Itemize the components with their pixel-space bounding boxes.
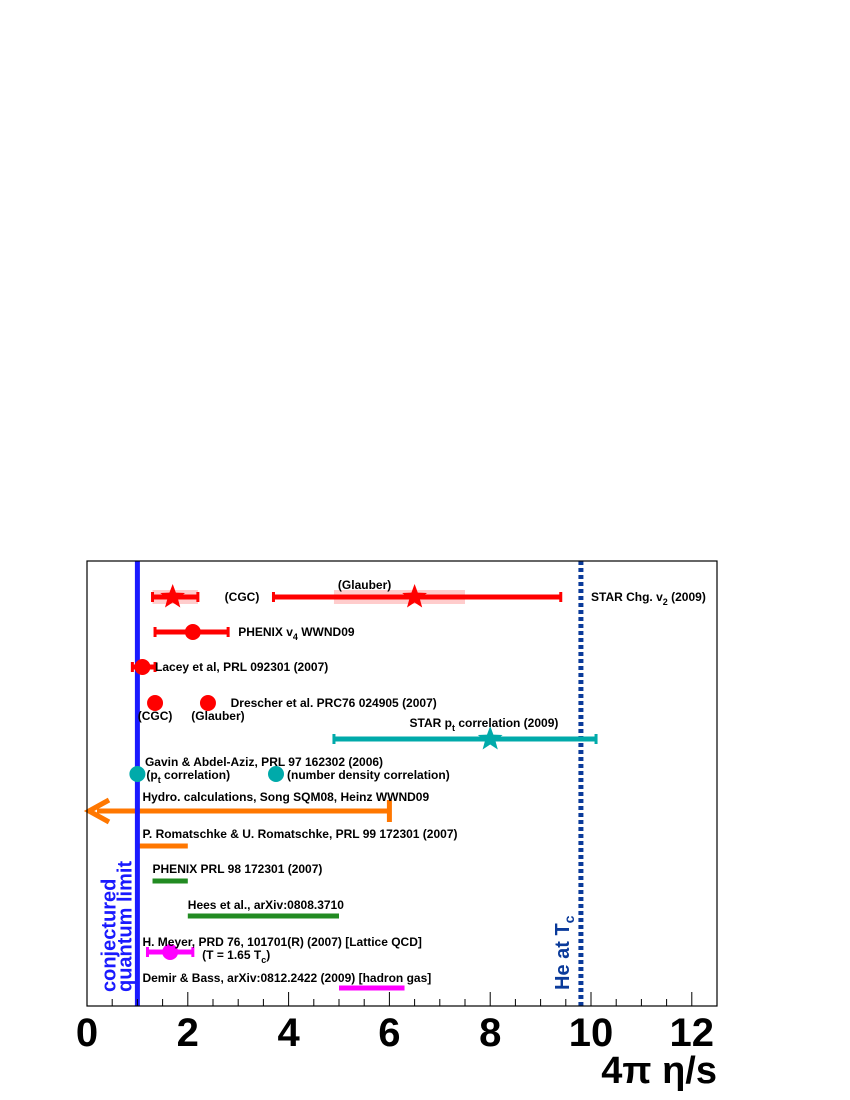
x-tick-label-4: 4 xyxy=(277,1011,300,1055)
circle-marker-2 xyxy=(184,624,201,640)
x-tick-label-2: 2 xyxy=(177,1011,199,1055)
points-layer xyxy=(129,584,598,960)
row-label-7: Hydro. calculations, Song SQM08, Heinz W… xyxy=(142,790,429,804)
row-label-6: Gavin & Abdel-Aziz, PRL 97 162302 (2006) xyxy=(145,755,383,769)
star-marker-1 xyxy=(402,584,427,608)
circle-marker-5 xyxy=(199,695,216,711)
row-label-4: Drescher et al. PRC76 024905 (2007) xyxy=(231,696,437,710)
circle-marker-3 xyxy=(134,659,151,675)
circle-marker-7 xyxy=(129,766,146,782)
quantum-limit-label-line2: quantum limit xyxy=(114,861,136,992)
row-label-5: STAR pt correlation (2009) xyxy=(410,716,559,733)
point-annotation-8: (number density correlation) xyxy=(287,768,450,782)
point-annotation-9: (T = 1.65 Tc) xyxy=(202,948,270,965)
row-label-9: PHENIX PRL 98 172301 (2007) xyxy=(153,862,323,876)
row-label-2: PHENIX v4 WWND09 xyxy=(238,625,355,642)
labels-layer: (CGC) (Glauber) (CGC) (Glauber) (pt correlat… xyxy=(138,578,706,985)
circle-marker-8 xyxy=(268,766,284,782)
point-annotation-5: (Glauber) xyxy=(191,709,244,723)
bands-layer xyxy=(83,590,465,991)
x-tick-label-12: 12 xyxy=(670,1011,715,1055)
hydro-arrow-head xyxy=(83,797,111,825)
point-annotation-0: (CGC) xyxy=(225,590,260,604)
x-tick-label-6: 6 xyxy=(378,1011,400,1055)
circle-marker-9 xyxy=(162,944,179,960)
row-label-10: Hees et al., arXiv:0808.3710 xyxy=(188,898,344,912)
point-annotation-4: (CGC) xyxy=(138,709,173,723)
x-axis-label: 4π η/s xyxy=(601,1050,717,1092)
x-tick-label-10: 10 xyxy=(569,1011,614,1055)
star-marker-0 xyxy=(160,584,185,608)
quantum-limit-label-line1: conjectured xyxy=(98,879,120,992)
row-label-11: H. Meyer, PRD 76, 101701(R) (2007) [Latt… xyxy=(142,935,421,949)
row-label-1: STAR Chg. v2 (2009) xyxy=(591,590,706,607)
circle-marker-4 xyxy=(147,695,164,711)
x-tick-label-0: 0 xyxy=(76,1011,98,1055)
x-axis: 0 2 4 6 8 10 12 xyxy=(76,992,714,1055)
row-label-8: P. Romatschke & U. Romatschke, PRL 99 17… xyxy=(142,827,457,841)
he-tc-label: He at Tc xyxy=(552,915,577,990)
star-marker-6 xyxy=(477,726,503,750)
point-annotation-7: (pt correlation) xyxy=(146,768,230,785)
row-label-12: Demir & Bass, arXiv:0812.2422 (2009) [ha… xyxy=(142,971,431,985)
plot-frame xyxy=(86,560,718,1007)
x-tick-label-8: 8 xyxy=(479,1011,501,1055)
row-label-3: Lacey et al, PRL 092301 (2007) xyxy=(155,660,328,674)
point-annotation-1: (Glauber) xyxy=(338,578,391,592)
